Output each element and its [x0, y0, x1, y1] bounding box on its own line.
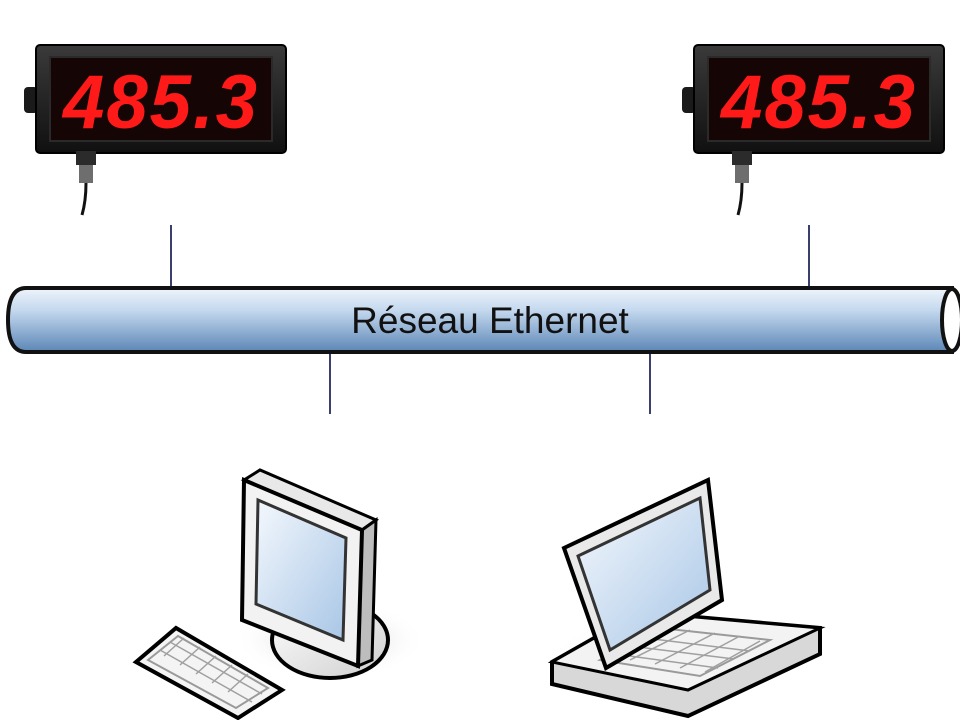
cable-connector-icon [732, 151, 752, 165]
desktop-computer-icon [132, 468, 425, 720]
mounting-knob-icon [682, 87, 696, 113]
cable-connector-icon [76, 151, 96, 165]
cable-icon [736, 182, 744, 216]
led-display-left: 485.3 [24, 44, 287, 216]
ethernet-pipe: Réseau Ethernet [5, 286, 960, 354]
led-display-right: 485.3 [682, 44, 945, 216]
display-reading: 485.3 [61, 60, 259, 145]
pipe-end-icon [940, 287, 960, 353]
display-reading: 485.3 [719, 60, 917, 145]
network-label: Réseau Ethernet [351, 300, 629, 341]
mounting-knob-icon [24, 87, 38, 113]
network-links [170, 225, 810, 414]
laptop-computer-icon [547, 477, 826, 719]
cable-icon [80, 182, 88, 216]
